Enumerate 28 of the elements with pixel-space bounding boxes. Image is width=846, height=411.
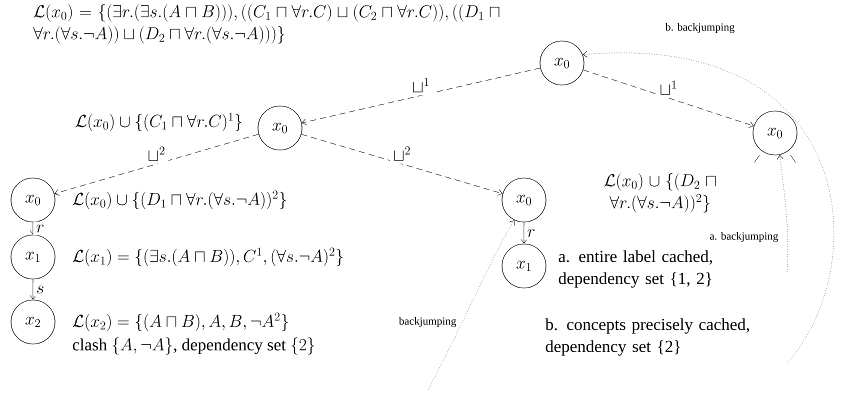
note-text: b. concepts precisely cached, dependency set {2}	[545, 318, 749, 356]
node-label: $\mbox{clash } \{A, \neg A\}\mbox{, dependency set } \{2\}$	[72, 337, 314, 355]
arrow	[428, 220, 515, 390]
node-label: $\mathcal{L}(x_2) = \{(A \sqcap B), A, B, \neg A^2\}$	[72, 312, 288, 332]
edge-label: $r$	[33, 222, 48, 236]
node-label: $\mathcal{L}(x_1) = \{(\exists s.(A \sqcap B)), C^1, (\forall s.\neg A)^2\}$	[72, 248, 343, 266]
arrow	[302, 68, 541, 126]
edge-label: b. backjumping	[664, 22, 736, 34]
node-label: $\mathcal{L}(x_0) \cup \{(D_1 \sqcap \forall r.(\forall s.\neg A))^2\}$	[72, 190, 286, 210]
edge-label: $\sqcup^1$	[656, 78, 680, 98]
arrow	[30, 279, 36, 300]
arrow	[301, 134, 502, 196]
note-text: a. entire label cached, dependency set {1, 2}	[558, 250, 712, 288]
edge-label: $\sqcup^2$	[390, 144, 414, 164]
edge-label: $\sqcup^1$	[409, 75, 433, 96]
node-label: $\mathcal{L}(x_0) \cup \{(D_2 \sqcap \forall r.(\forall s.\neg A))^2\}$	[604, 173, 716, 212]
edge-label: $s$	[33, 282, 48, 296]
edge-label: backjumping	[397, 315, 458, 328]
arrow	[54, 134, 259, 196]
arrow	[776, 154, 788, 272]
arrow	[582, 70, 754, 128]
arrow	[520, 222, 528, 244]
arrow	[582, 51, 834, 364]
edge-label: $\sqcup^2$	[144, 144, 168, 164]
edge-label: a. backjumping	[708, 230, 780, 244]
edge-label: $r$	[524, 226, 538, 240]
node-label: $\mathcal{L}(x_0) = \{(\exists r.(\exists s.(A \sqcap B))), ((C_1 \sqcap \forall r.C) \sqcup (C_2 \sqcap \forall r.C)), ((D_1 \sqcap \forall r.(\forall s.\neg A)) \sqcup (D_2 \sqcap \forall r.(\forall s.\neg A)))\}$	[33, 4, 500, 44]
node-label: $\mathcal{L}(x_0) \cup \{(C_1 \sqcap \forall r.C)^1\}$	[76, 112, 242, 132]
